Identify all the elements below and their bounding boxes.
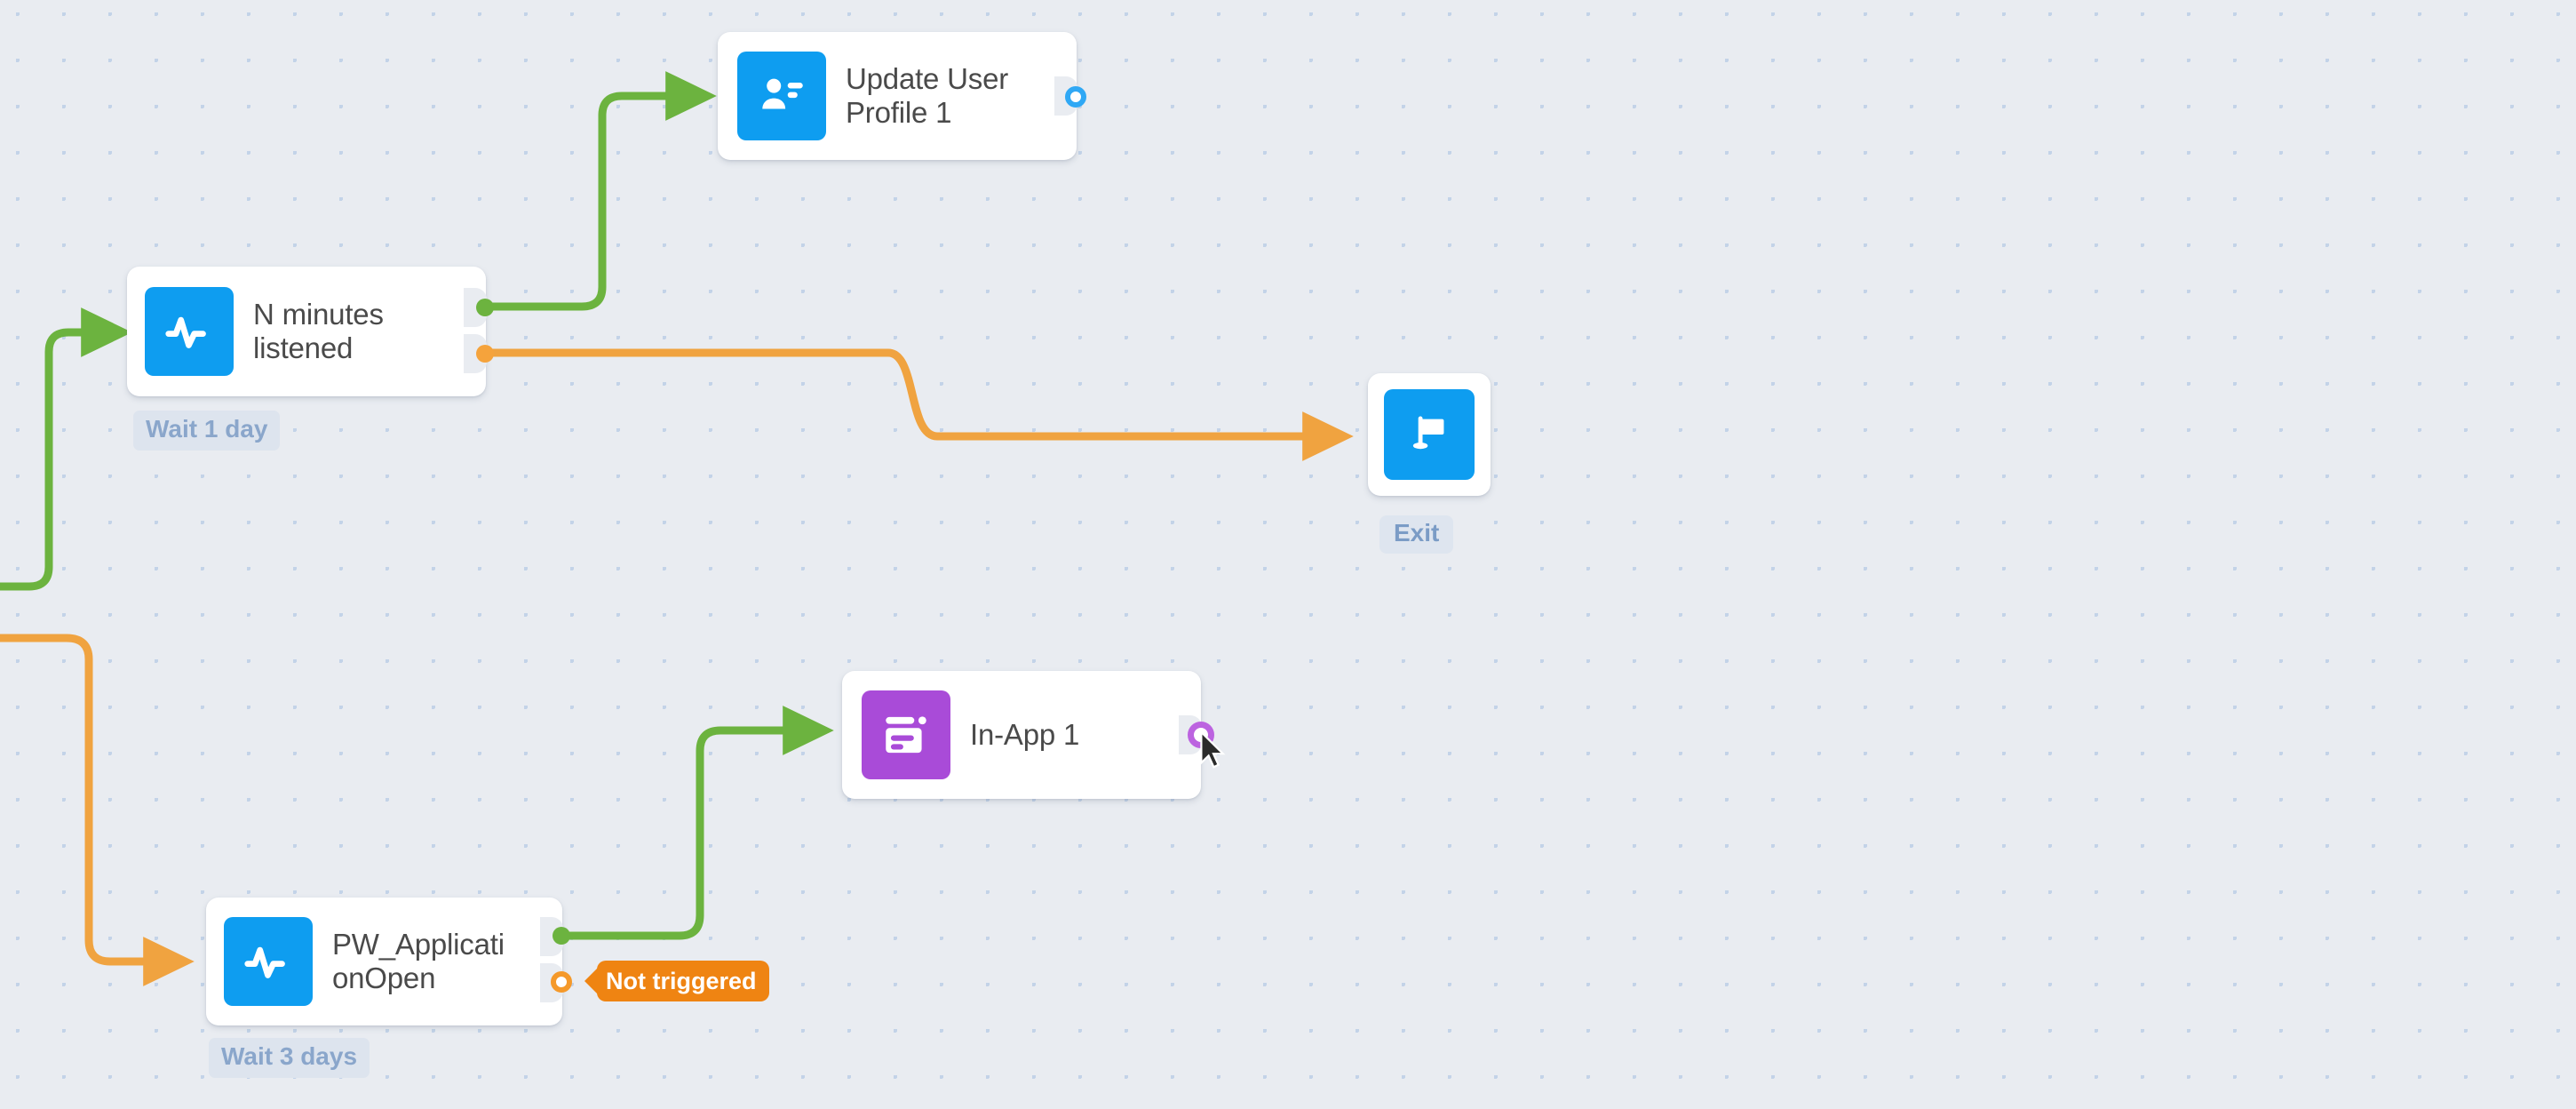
- edge-n-minutes-true-to-update-user-profile: [486, 71, 717, 311]
- node-n-minutes-listened[interactable]: N minutes listened: [127, 267, 494, 396]
- output-port-false[interactable]: [476, 345, 494, 363]
- output-port[interactable]: [1065, 86, 1086, 108]
- edge-pw-true-to-in-app: [562, 706, 834, 940]
- wait-badge-pw-application-open: Wait 3 days: [209, 1038, 370, 1078]
- node-label: PW_Applicati onOpen: [332, 927, 505, 994]
- exit-caption: Exit: [1379, 515, 1454, 554]
- flag-icon: [1384, 389, 1475, 480]
- node-label: N minutes listened: [253, 297, 384, 364]
- in-app-window-icon: [862, 690, 950, 779]
- wait-badge-n-minutes: Wait 1 day: [133, 411, 281, 451]
- node-label: Update User Profile 1: [846, 61, 1009, 129]
- node-update-user-profile-1[interactable]: Update User Profile 1: [718, 32, 1086, 160]
- output-port-true[interactable]: [476, 299, 494, 316]
- activity-pulse-icon: [224, 917, 313, 1006]
- node-exit[interactable]: [1368, 373, 1491, 496]
- node-in-app-1[interactable]: In-App 1: [842, 671, 1214, 799]
- edge-incoming-to-pw-application-open: [0, 634, 195, 986]
- edge-n-minutes-false-to-exit: [486, 348, 1354, 461]
- user-card-icon: [737, 52, 826, 140]
- mouse-pointer: [1200, 730, 1226, 769]
- output-port-true[interactable]: [553, 927, 570, 945]
- edge-incoming-to-n-minutes: [0, 307, 132, 591]
- activity-pulse-icon: [145, 287, 234, 376]
- status-badge-not-triggered: Not triggered: [597, 961, 769, 1001]
- node-pw-application-open[interactable]: PW_Applicati onOpen: [206, 898, 572, 1025]
- node-label: In-App 1: [970, 717, 1080, 751]
- output-port-false[interactable]: [551, 971, 572, 993]
